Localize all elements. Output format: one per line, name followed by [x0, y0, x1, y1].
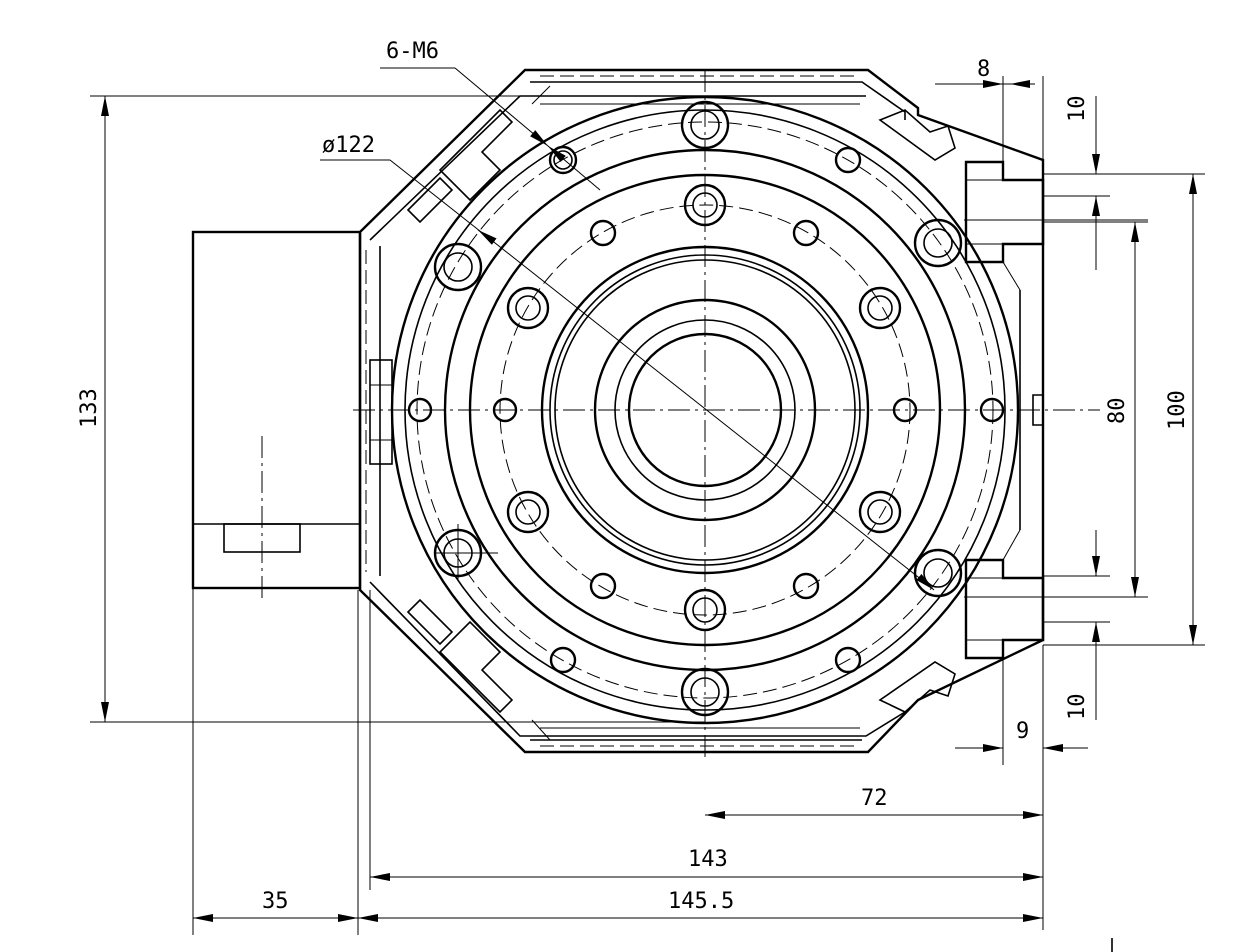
label-72: 72	[861, 786, 888, 811]
hole	[913, 218, 963, 268]
hole	[858, 286, 902, 330]
hole	[433, 242, 483, 292]
label-35: 35	[262, 889, 289, 914]
hole	[858, 490, 902, 534]
hole	[913, 548, 963, 598]
label-145-5: 145.5	[668, 889, 734, 914]
label-8: 8	[977, 57, 990, 82]
label-6-m6: 6-M6	[386, 39, 439, 64]
label-143: 143	[688, 847, 728, 872]
hole	[506, 286, 550, 330]
label-100: 100	[1165, 390, 1190, 430]
small-holes	[407, 219, 1005, 600]
motor-block	[191, 230, 362, 600]
label-10-bottom: 10	[1065, 694, 1090, 721]
label-133: 133	[77, 388, 102, 428]
label-diameter-122: ø122	[322, 133, 375, 158]
label-9: 9	[1016, 719, 1029, 744]
label-10-top: 10	[1065, 96, 1090, 123]
dimension-labels: 6-M6 ø122 8 10 10 9 133 80 100 72 143 14…	[77, 39, 1190, 914]
center-lines	[353, 70, 1148, 760]
hole	[506, 490, 550, 534]
dimension-lines	[90, 67, 1205, 952]
label-80: 80	[1105, 398, 1130, 425]
